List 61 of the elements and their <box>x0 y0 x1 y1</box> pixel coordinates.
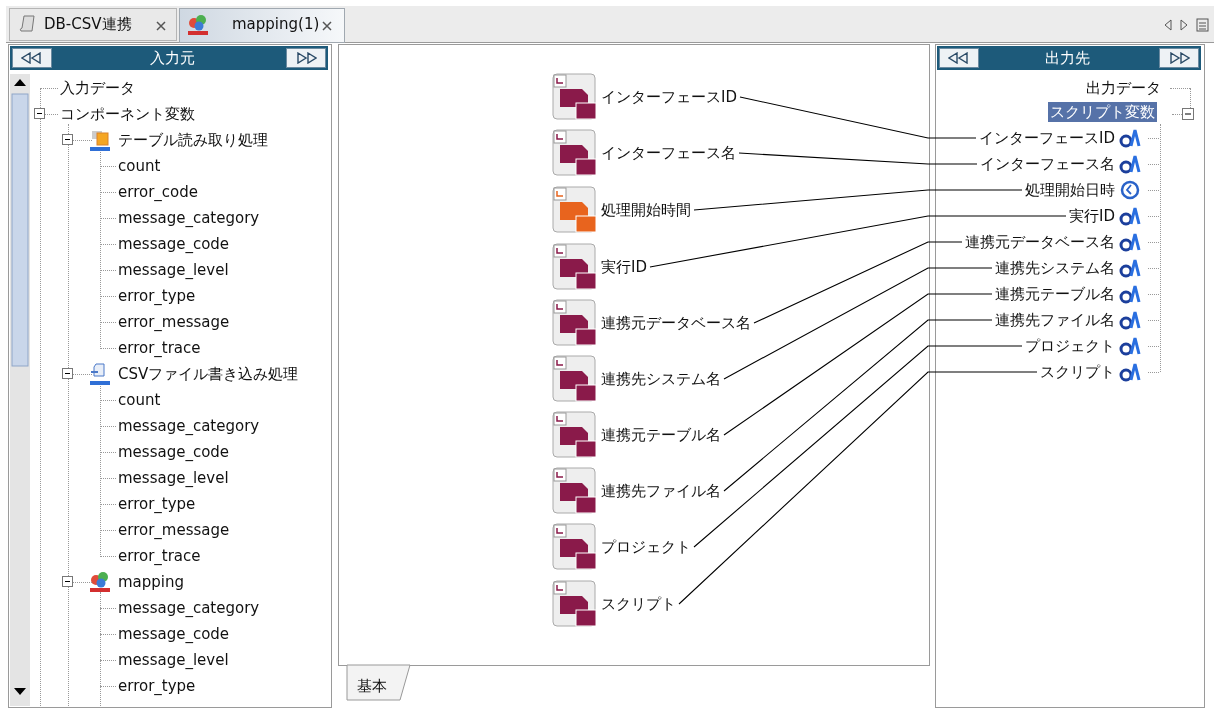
connector-line <box>738 152 978 165</box>
connector-line <box>678 371 1038 605</box>
output-variable-name: 連携元データベース名 <box>964 232 1116 252</box>
variable-name: 実行ID <box>600 257 648 277</box>
variable-name: プロジェクト <box>600 537 692 557</box>
connector-line <box>693 189 1023 211</box>
output-variable-name: スクリプト <box>1039 362 1116 382</box>
output-variable-name: 実行ID <box>1068 206 1116 226</box>
tree-item-label: message_category <box>118 416 260 436</box>
panel-title: 入力元 <box>150 48 195 68</box>
tree-item-label: error_code <box>118 182 198 202</box>
variable-name: インターフェースID <box>600 87 738 107</box>
variable-name: インターフェース名 <box>600 143 737 163</box>
connector-line <box>723 293 993 436</box>
selected-tree-item: スクリプト変数 <box>1048 102 1157 122</box>
output-variable-name: インターフェースID <box>978 128 1116 148</box>
panel-title: 出力先 <box>1045 48 1090 68</box>
output-variable-name: インターフェース名 <box>979 154 1116 174</box>
tree-item-label: コンポーネント変数 <box>60 104 195 124</box>
tree-item-label: count <box>118 390 161 410</box>
tree-item-label: error_message <box>118 520 230 540</box>
tree-item-label: error_type <box>118 494 196 514</box>
tab-label: 基本 <box>357 676 387 696</box>
tree-item-label: message_category <box>118 208 260 228</box>
connector-line <box>753 241 963 324</box>
connector-line <box>723 319 993 492</box>
tree-item-label: message_level <box>118 650 229 670</box>
tree-item-label: CSVファイル書き込み処理 <box>118 364 299 384</box>
output-variable-name: 連携先システム名 <box>994 258 1116 278</box>
tree-item-label: error_type <box>118 676 196 696</box>
variable-name: 処理開始時間 <box>600 200 692 220</box>
variable-name: スクリプト <box>600 594 677 614</box>
output-variable-name: 連携先ファイル名 <box>994 310 1116 330</box>
tree-item-label: message_code <box>118 234 230 254</box>
tree-item-label: error_message <box>118 312 230 332</box>
tab-label: DB-CSV連携 <box>44 14 132 34</box>
tree-item-label: テーブル読み取り処理 <box>118 130 268 150</box>
tree-item-label: message_level <box>118 260 229 280</box>
output-variable-name: 連携元テーブル名 <box>994 284 1116 304</box>
tree-item-label: 入力データ <box>60 78 135 98</box>
tree-item-label: error_trace <box>118 338 201 358</box>
output-variable-name: 処理開始日時 <box>1024 180 1116 200</box>
connector-line <box>723 267 993 380</box>
tree-item-label: count <box>118 156 161 176</box>
tree-item-label: message_category <box>118 598 260 618</box>
tree-item-label: message_level <box>118 468 229 488</box>
variable-name: 連携先システム名 <box>600 369 722 389</box>
tab-label: mapping(1) <box>232 14 320 34</box>
output-variable-name: プロジェクト <box>1024 336 1116 356</box>
connector-line <box>739 96 977 139</box>
tree-item-label: error_type <box>118 286 196 306</box>
tree-item-label: message_code <box>118 624 230 644</box>
connector-line <box>649 215 1067 268</box>
tree-item-label: error_trace <box>118 546 201 566</box>
variable-name: 連携元データベース名 <box>600 313 752 333</box>
variable-name: 連携先ファイル名 <box>600 481 722 501</box>
variable-name: 連携元テーブル名 <box>600 425 722 445</box>
tree-item-label: mapping <box>118 572 185 592</box>
connector-line <box>693 345 1023 548</box>
tree-item-label: 出力データ <box>1086 78 1161 98</box>
tree-item-label: message_code <box>118 442 230 462</box>
